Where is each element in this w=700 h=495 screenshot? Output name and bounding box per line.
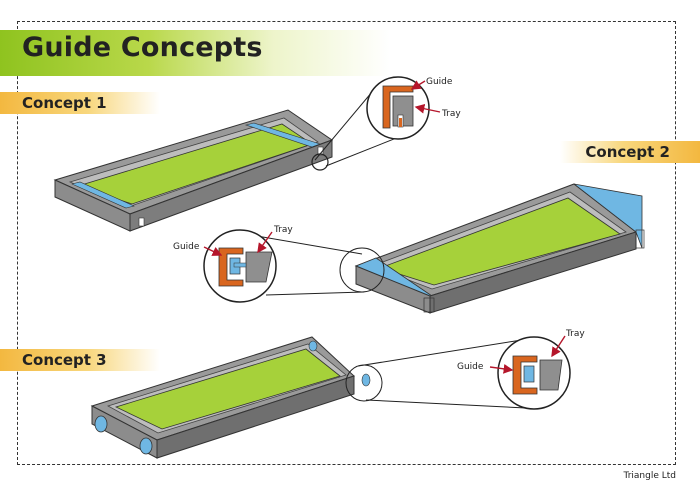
callout-tray: Tray: [565, 329, 585, 339]
concept-1-tray: [53, 109, 334, 232]
guide-arrow: [203, 246, 223, 256]
zoom-line: [314, 91, 373, 161]
concept-3-tag: Concept 3: [0, 349, 160, 371]
callout-tray: Tray: [441, 109, 461, 119]
zoom-circle: [339, 247, 385, 293]
page-title: Guide Concepts: [22, 32, 263, 63]
callout-guide: Guide: [457, 362, 484, 372]
concept-2-tag: Concept 2: [560, 141, 700, 163]
callout-guide: Guide: [426, 77, 453, 87]
zoom-line: [357, 338, 529, 367]
guide-arrow: [410, 80, 426, 90]
tray-arrow: [257, 231, 273, 254]
concept-2-tray: [354, 183, 645, 314]
zoom-line: [244, 233, 363, 255]
callout-tray: Tray: [273, 225, 293, 235]
title-band: [0, 30, 390, 76]
tray-arrow: [551, 335, 566, 358]
callout-guide: Guide: [173, 242, 200, 252]
guide-arrow: [489, 364, 514, 374]
concept-3-tray: [90, 336, 371, 459]
footer-company: Triangle Ltd: [623, 471, 676, 481]
zoom-line: [365, 399, 527, 409]
dashed-frame: [17, 21, 676, 465]
concept-3-detail-circle: [497, 336, 571, 410]
concept-1-tag: Concept 1: [0, 92, 160, 114]
tray-arrow: [414, 103, 441, 114]
zoom-line: [265, 291, 365, 296]
concept-1-detail-circle: [366, 76, 430, 140]
